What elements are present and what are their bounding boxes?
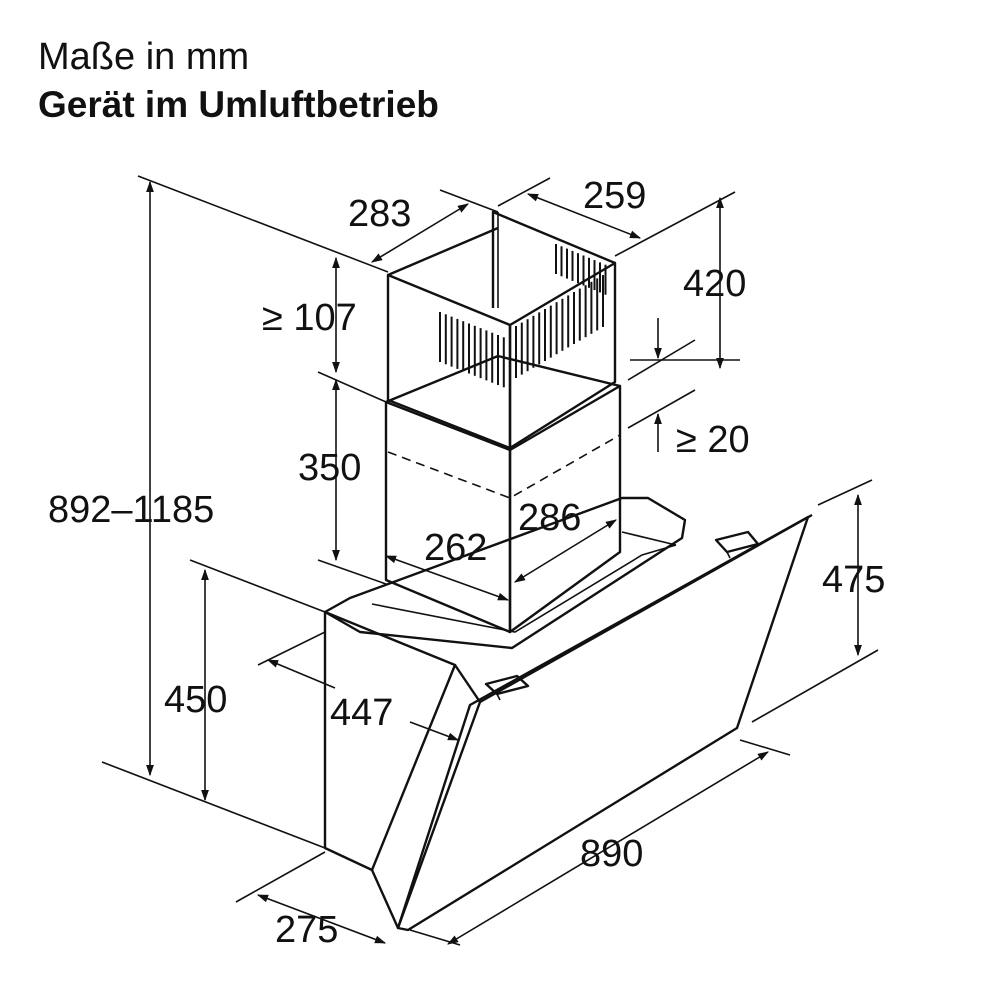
label-chimney-depth-lower: 286 [518,497,581,539]
label-min-gap-bottom: ≥ 20 [676,419,750,461]
label-chimney-upper-height: 420 [683,263,746,305]
label-chimney-width-top: 259 [583,175,646,217]
dim-chimney-width-lower [384,555,510,601]
label-total-height: 892–1185 [48,489,214,531]
dim-chimney-lower-height [317,378,387,585]
mode-caption: Gerät im Umluftbetrieb [38,84,439,125]
dim-body-height [189,559,326,802]
hood-body [323,496,813,932]
label-bottom-depth: 275 [275,909,338,951]
vent-slots-back [555,244,607,295]
dim-min-gap-top [317,256,387,403]
dim-total-height [101,175,389,849]
dim-min-gap-bottom [627,318,696,452]
label-chimney-depth-top: 283 [348,193,411,235]
label-glass-height: 475 [822,559,885,601]
label-body-depth: 447 [330,692,393,734]
dim-body-depth [257,631,460,741]
dim-glass-height [751,479,879,723]
dim-chimney-width-top [497,177,736,257]
label-chimney-width-lower: 262 [424,527,487,569]
dim-chimney-depth-top [371,189,499,263]
dim-overall-width [409,739,791,946]
dim-bottom-depth [235,851,387,944]
label-min-gap-top: ≥ 107 [262,297,357,339]
units-caption: Maße in mm [38,36,250,78]
label-body-height: 450 [164,679,227,721]
label-overall-width: 890 [580,833,643,875]
chimney-lower [384,354,622,634]
glass-bracket-right [714,530,760,559]
vent-slots-right [515,275,604,378]
glass-bracket-left [484,674,530,701]
label-chimney-lower-height: 350 [298,447,361,489]
chimney-upper [386,210,617,450]
dim-chimney-depth-lower [514,519,617,583]
vent-slots-left [439,312,505,388]
dim-chimney-upper-height [630,196,740,370]
